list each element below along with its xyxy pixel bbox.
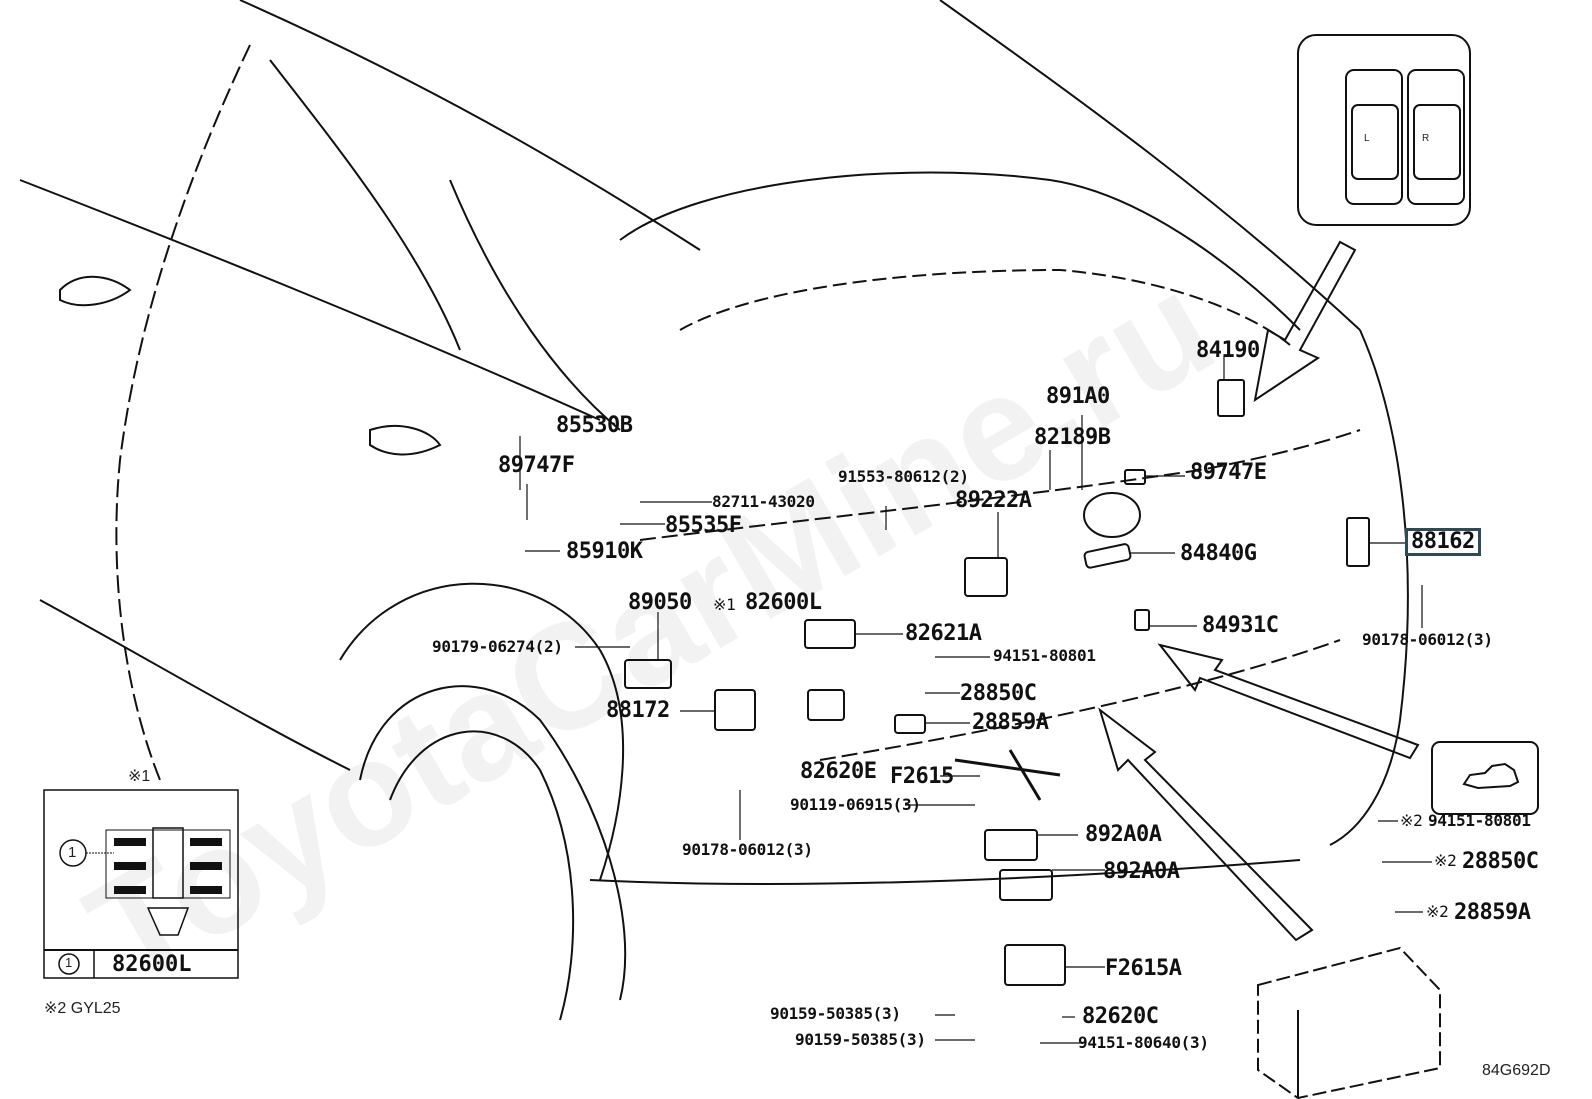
- label-892A0A-1[interactable]: 892A0A: [1085, 822, 1162, 847]
- part-891A0-emblem: [1083, 492, 1141, 538]
- label-F2615[interactable]: F2615: [890, 764, 954, 789]
- inset-1-callout-number: 1: [68, 844, 77, 861]
- inset-1-box: [43, 789, 239, 979]
- table-circle-1: [58, 953, 80, 975]
- seat-switch-right: [1407, 69, 1465, 205]
- reference-code: 84G692D: [1482, 1062, 1551, 1079]
- label-94151-80640[interactable]: 94151-80640(3): [1078, 1033, 1209, 1052]
- label-89747F[interactable]: 89747F: [498, 453, 575, 478]
- label-90179-06274[interactable]: 90179-06274(2): [432, 637, 563, 656]
- arrow-to-84190: [1253, 240, 1357, 403]
- part-892A0A-2: [999, 869, 1053, 901]
- label-82620E[interactable]: 82620E: [800, 759, 877, 784]
- label-88172[interactable]: 88172: [606, 698, 670, 723]
- body-side-lower: [39, 599, 351, 771]
- label-82600L-marker: ※1: [713, 595, 736, 614]
- part-89222A: [964, 557, 1008, 597]
- rear-glass-inner: [679, 268, 1291, 346]
- door-handle: [59, 275, 132, 307]
- part-88162: [1346, 517, 1370, 567]
- part-88172: [714, 689, 756, 731]
- part-84190: [1217, 379, 1245, 417]
- hatch-top: [939, 0, 1361, 331]
- label-89747E[interactable]: 89747E: [1190, 460, 1267, 485]
- note-2: ※2 GYL25: [44, 1000, 121, 1017]
- part-89050: [624, 659, 672, 689]
- hatch-button-inset: [1431, 741, 1539, 815]
- label-891A0[interactable]: 891A0: [1046, 384, 1110, 409]
- label-28850C-a[interactable]: 28850C: [960, 681, 1037, 706]
- label-94151-80801-a[interactable]: 94151-80801: [993, 646, 1096, 665]
- door-front-edge: [115, 44, 251, 781]
- label-90159-50385-a[interactable]: 90159-50385(3): [770, 1004, 901, 1023]
- battery: [1257, 946, 1441, 1099]
- label-88162-highlighted[interactable]: 88162: [1405, 528, 1481, 556]
- label-90178-06012-a[interactable]: 90178-06012(3): [682, 840, 813, 859]
- hatch-side: [1329, 329, 1409, 846]
- vehicle-icon: [1462, 762, 1520, 790]
- wheel-arch-outer: [339, 582, 625, 881]
- label-28859A-b-marker: ※2: [1426, 902, 1449, 921]
- label-90178-06012-c[interactable]: 90178-06012(3): [1362, 630, 1493, 649]
- part-82621A: [804, 619, 856, 649]
- label-28859A-a[interactable]: 28859A: [972, 710, 1049, 735]
- leader-lines: [519, 355, 1432, 1044]
- label-28850C-b[interactable]: 28850C: [1462, 849, 1539, 874]
- seat-switch-inset-frame: [1297, 34, 1471, 226]
- roof-line: [239, 0, 701, 251]
- door-rear-edge: [269, 59, 461, 351]
- rear-glass-outer: [619, 171, 1301, 331]
- label-F2615A[interactable]: F2615A: [1105, 956, 1182, 981]
- inset-1-table-index: 1: [65, 955, 73, 970]
- label-89222A[interactable]: 89222A: [955, 488, 1032, 513]
- door-handle-2: [369, 424, 442, 456]
- part-84840G: [1083, 543, 1132, 569]
- part-89747E: [1124, 469, 1146, 485]
- bumper-lower: [589, 859, 1301, 885]
- tailgate-lower: [819, 639, 1341, 761]
- label-84190[interactable]: 84190: [1196, 338, 1260, 363]
- arrow-to-84931C: [1157, 643, 1420, 760]
- label-85535F[interactable]: 85535F: [665, 513, 742, 538]
- label-84840G[interactable]: 84840G: [1180, 541, 1257, 566]
- label-82620C[interactable]: 82620C: [1082, 1004, 1159, 1029]
- label-82600L[interactable]: 82600L: [745, 590, 822, 615]
- part-892A0A-1: [984, 829, 1038, 861]
- c-pillar: [449, 179, 621, 431]
- part-28859A: [894, 714, 926, 734]
- switch-right-label: R: [1422, 133, 1430, 144]
- label-94151-80801-b[interactable]: 94151-80801: [1428, 811, 1531, 830]
- label-28859A-b[interactable]: 28859A: [1454, 900, 1531, 925]
- tire-inner: [389, 730, 575, 1021]
- inset-1-table-part[interactable]: 82600L: [112, 952, 192, 977]
- label-89050[interactable]: 89050: [628, 590, 692, 615]
- part-84931C: [1134, 609, 1150, 631]
- label-82711-43020[interactable]: 82711-43020: [712, 492, 815, 511]
- label-28850C-b-marker: ※2: [1434, 851, 1457, 870]
- label-91553-80612[interactable]: 91553-80612(2): [838, 467, 969, 486]
- label-892A0A-2[interactable]: 892A0A: [1103, 859, 1180, 884]
- arrow-from-battery: [1098, 707, 1314, 942]
- tire-outer: [359, 685, 627, 1001]
- part-82620E: [807, 689, 845, 721]
- bumper-mid: [639, 429, 1361, 541]
- label-94151-80801-b-marker: ※2: [1400, 811, 1423, 830]
- seat-switch-left: [1345, 69, 1403, 205]
- label-82189B[interactable]: 82189B: [1034, 425, 1111, 450]
- label-90119-06915[interactable]: 90119-06915(3): [790, 795, 921, 814]
- clip-pattern: [114, 838, 222, 894]
- switch-left-label: L: [1364, 133, 1370, 144]
- label-85530B[interactable]: 85530B: [556, 413, 633, 438]
- label-84931C[interactable]: 84931C: [1202, 613, 1279, 638]
- label-82621A[interactable]: 82621A: [905, 621, 982, 646]
- part-F2615A: [1004, 944, 1066, 986]
- body-side-top: [19, 179, 601, 421]
- inset-1-marker: ※1: [128, 768, 151, 785]
- part-F2615: [954, 749, 1061, 801]
- label-90159-50385-b[interactable]: 90159-50385(3): [795, 1030, 926, 1049]
- label-85910K[interactable]: 85910K: [566, 539, 643, 564]
